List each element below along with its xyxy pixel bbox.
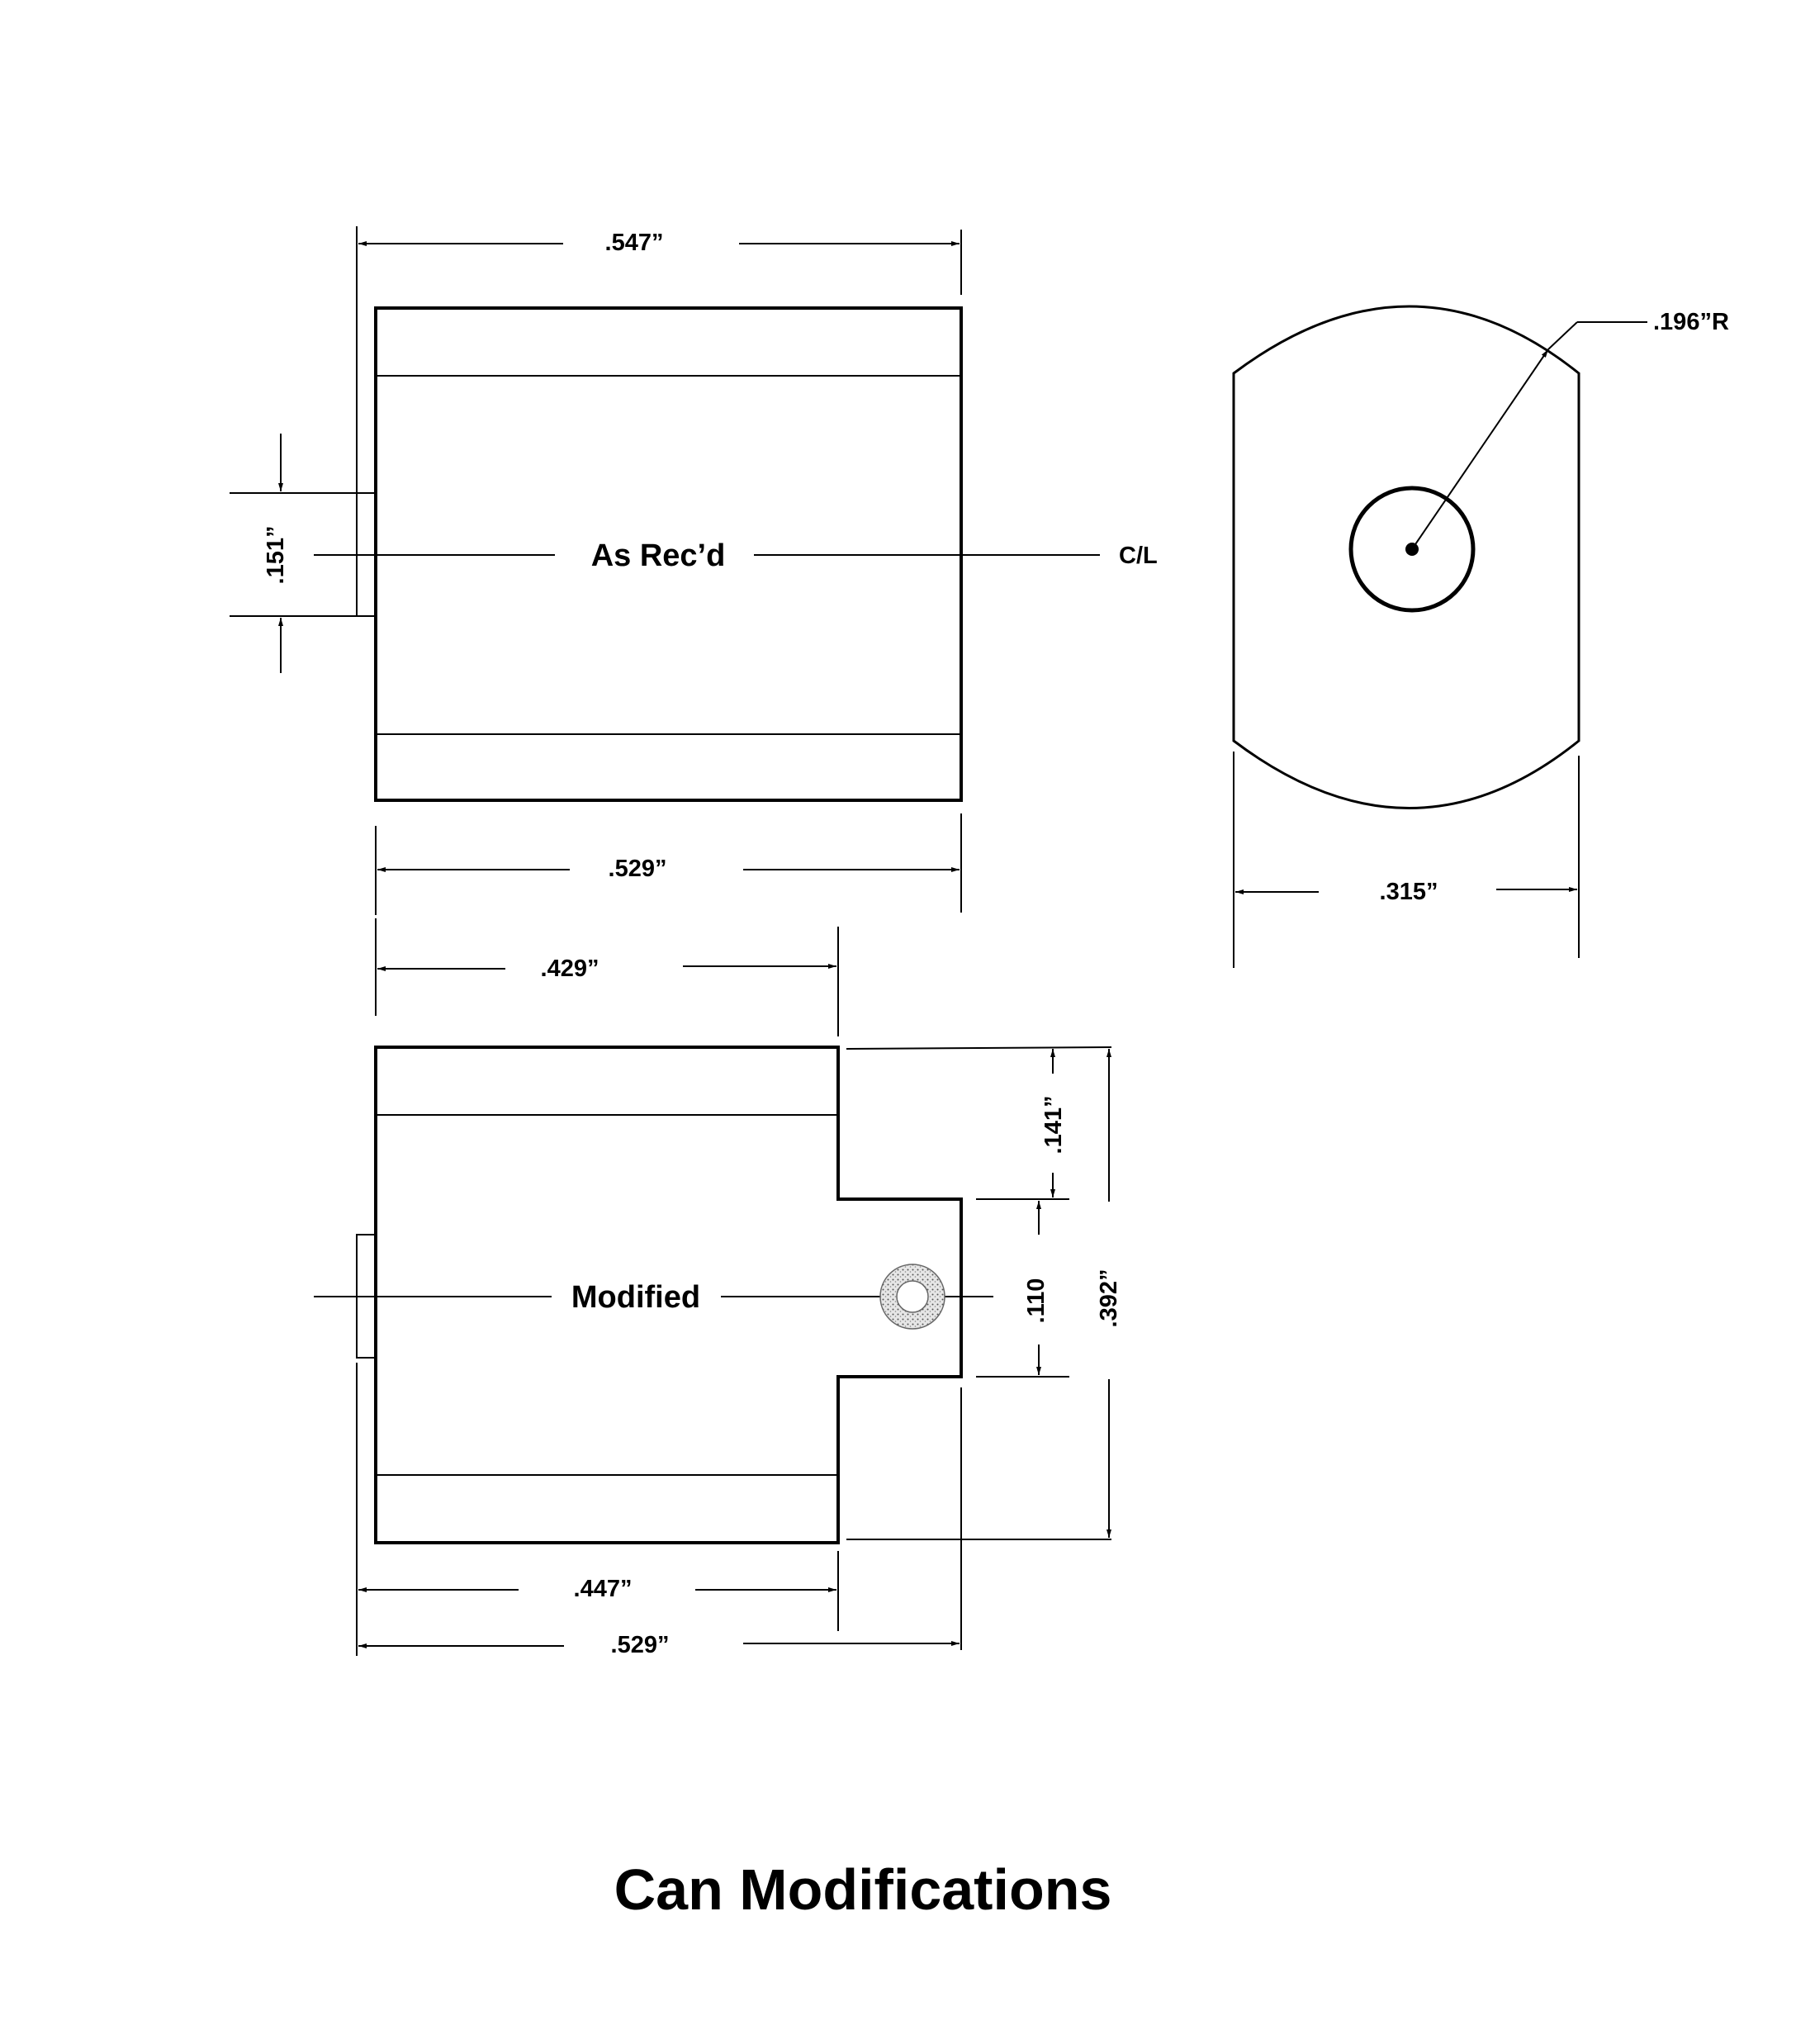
dim-body-length: .529” bbox=[609, 856, 667, 882]
radius-leader-ext bbox=[1547, 321, 1578, 350]
modified-body-outline bbox=[374, 1046, 963, 1544]
dim-step-depth: .141” bbox=[1040, 1096, 1067, 1155]
dim-step-length: .429” bbox=[541, 956, 599, 982]
as-received-view: As Rec’d C/L .547” .529” .151” bbox=[230, 226, 1158, 915]
as-received-label: As Rec’d bbox=[591, 538, 726, 573]
end-view: .196”R .315” bbox=[1232, 305, 1729, 968]
dim-tab-height: .110 bbox=[1023, 1278, 1050, 1324]
dim-end-width: .315” bbox=[1380, 879, 1438, 905]
can-end-outline bbox=[1232, 305, 1580, 809]
end-hole-circle bbox=[1348, 486, 1476, 613]
pierced-hole bbox=[880, 1264, 945, 1329]
pierced-hole-edge bbox=[879, 1264, 945, 1330]
modified-view: Modified .429” .141” .110 .392” bbox=[314, 918, 1122, 1658]
dim-overall-height: .392” bbox=[1096, 1269, 1122, 1328]
dim-body-length-short: .447” bbox=[574, 1576, 633, 1602]
dim-body-length-full: .529” bbox=[611, 1632, 670, 1658]
radius-leader bbox=[1411, 349, 1549, 550]
modified-label: Modified bbox=[571, 1280, 700, 1315]
pierced-hole-center bbox=[896, 1280, 929, 1313]
drawing-title: Can Modifications bbox=[614, 1857, 1112, 1922]
centerline-label: C/L bbox=[1119, 543, 1158, 569]
extension-line bbox=[846, 1046, 1112, 1050]
dim-radius: .196”R bbox=[1653, 309, 1729, 335]
dim-overall-length: .547” bbox=[605, 230, 664, 256]
dim-boss-height: .151” bbox=[263, 526, 289, 585]
